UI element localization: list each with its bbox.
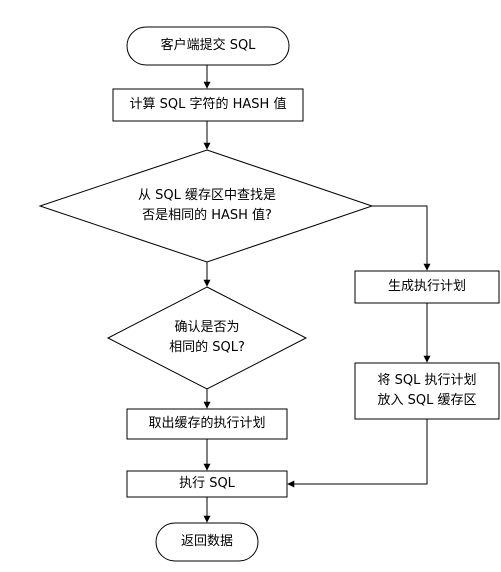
arrow-cache-plan-to-execute [287,419,428,488]
generate-plan-node: 生成执行计划 [355,271,499,303]
arrow-decision1-to-generate-plan [372,205,431,271]
compute-hash-label: 计算 SQL 字符的 HASH 值 [129,97,287,112]
execute-node: 执行 SQL [127,471,287,497]
decision-sql-label-line2: 相同的 SQL? [169,340,245,355]
decision-hash-label-line2: 否是相同的 HASH 值? [142,208,272,223]
decision-hash-node: 从 SQL 缓存区中查找是 否是相同的 HASH 值? [100,184,314,228]
generate-plan-label: 生成执行计划 [387,279,466,294]
decision-sql-node: 确认是否为 相同的 SQL? [147,316,267,360]
decision-sql-label-line1: 确认是否为 [174,320,240,335]
execute-label: 执行 SQL [179,476,235,491]
end-node: 返回数据 [156,523,258,561]
end-terminal-shape [155,522,259,562]
compute-hash-box [112,88,304,122]
cache-plan-label-line2: 放入 SQL 缓存区 [377,393,477,408]
compute-hash-node: 计算 SQL 字符的 HASH 值 [113,89,303,121]
start-terminal-shape [126,26,290,66]
start-node: 客户端提交 SQL [127,27,289,65]
cache-plan-label-line1: 将 SQL 执行计划 [377,373,477,388]
end-label: 返回数据 [180,534,233,549]
take-plan-node: 取出缓存的执行计划 [127,409,287,439]
decision-hash-label-line1: 从 SQL 缓存区中查找是 [138,188,276,203]
take-plan-label: 取出缓存的执行计划 [148,416,266,431]
cache-plan-node: 将 SQL 执行计划 放入 SQL 缓存区 [355,363,499,419]
start-label: 客户端提交 SQL [160,38,256,53]
